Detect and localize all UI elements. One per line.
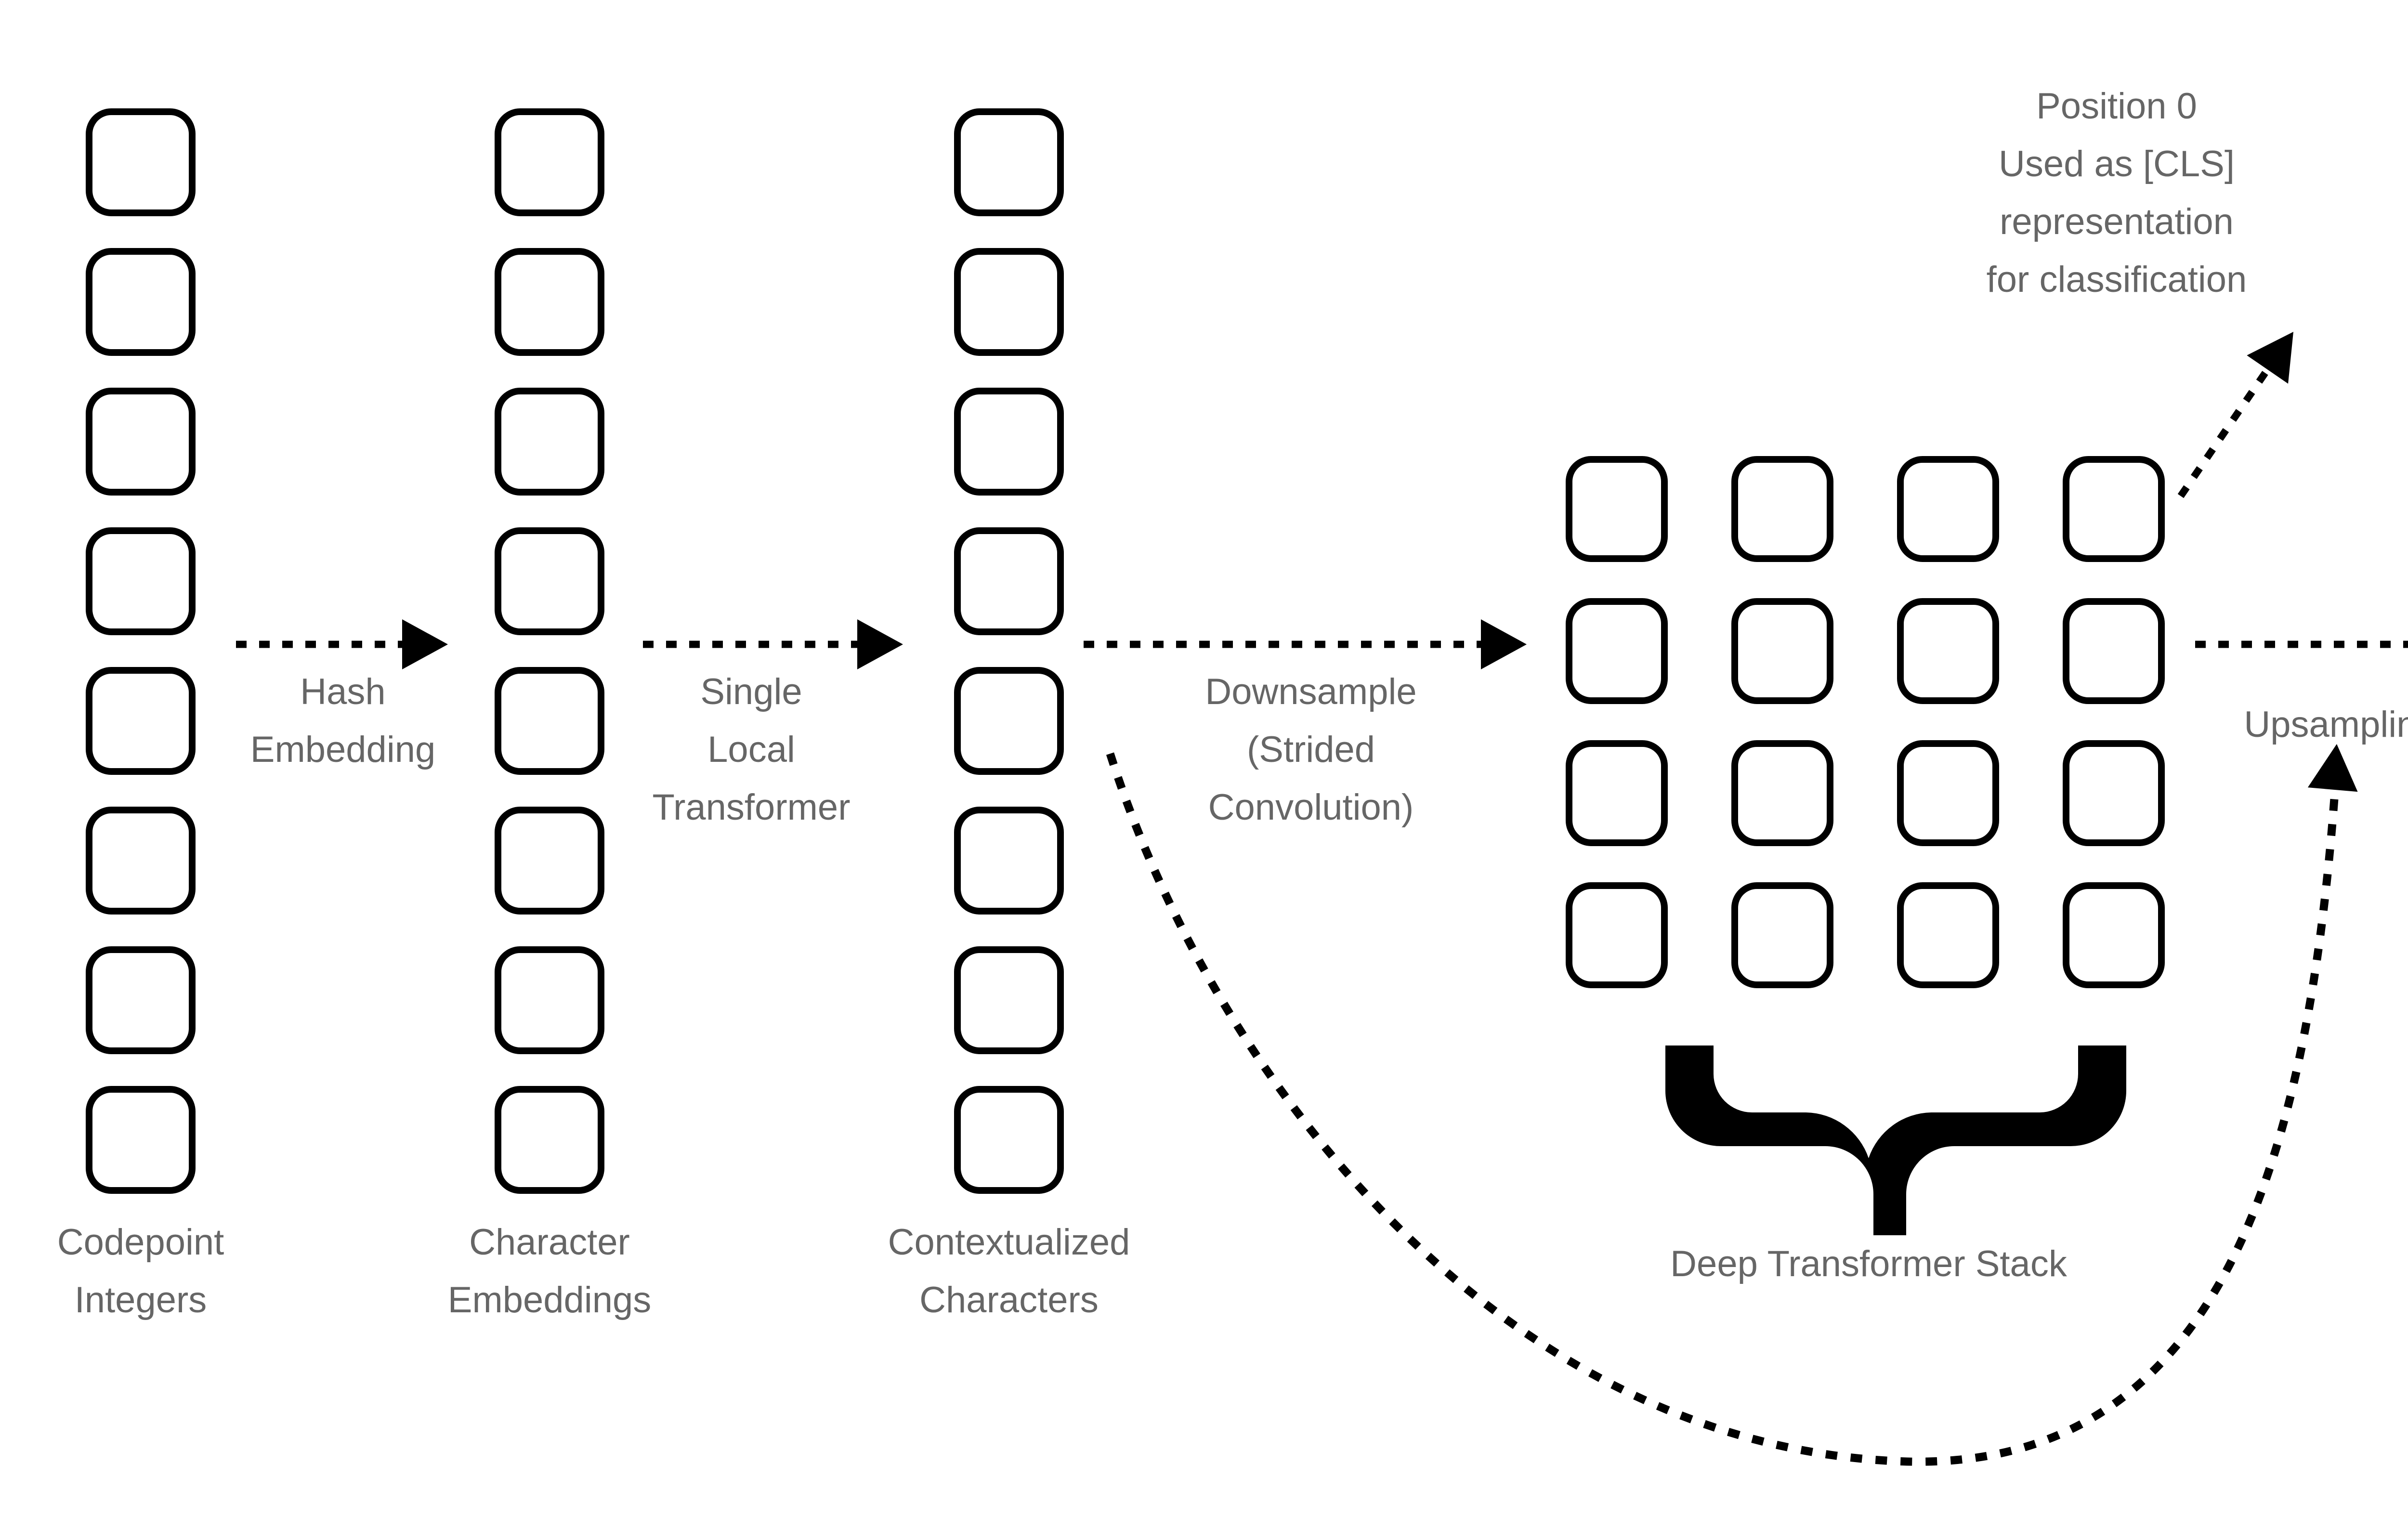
deep-transformer-stack-label: Deep Transformer Stack: [1670, 1243, 2068, 1284]
curly-brace-down-icon: [1665, 1045, 2126, 1235]
node-box[interactable]: [86, 1086, 196, 1194]
node-box[interactable]: [1897, 882, 1999, 988]
arrow-label-downsample-line1: Downsample: [1205, 671, 1416, 712]
column-character-embeddings: Character Embeddings: [448, 108, 652, 1320]
arrow-label-hash-line1: Hash: [300, 671, 385, 712]
node-box[interactable]: [495, 527, 604, 635]
arrow-label-downsample-line3: Convolution): [1208, 787, 1414, 828]
arrow-hash-embedding: Hash Embedding: [236, 619, 448, 770]
arrow-label-upsampling: Upsampling: [2244, 704, 2408, 745]
node-box[interactable]: [495, 946, 604, 1054]
column-label-character-embeddings-line2: Embeddings: [448, 1280, 652, 1320]
node-box[interactable]: [954, 388, 1064, 496]
node-box[interactable]: [954, 527, 1064, 635]
node-box[interactable]: [954, 946, 1064, 1054]
node-box[interactable]: [2063, 882, 2165, 988]
arrow-label-slt-line3: Transformer: [652, 787, 850, 828]
arrow-head-icon: [857, 619, 903, 669]
cls-callout: Position 0 Used as [CLS] representation …: [1987, 86, 2314, 498]
node-box[interactable]: [1731, 882, 1833, 988]
node-box[interactable]: [86, 108, 196, 216]
arrow-label-hash-line2: Embedding: [250, 729, 436, 770]
node-box[interactable]: [2063, 598, 2165, 704]
arrow-label-downsample-line2: (Strided: [1247, 729, 1375, 770]
arrow-head-icon: [2307, 742, 2362, 792]
node-box[interactable]: [495, 388, 604, 496]
node-box[interactable]: [1897, 456, 1999, 562]
arrow-downsample: Downsample (Strided Convolution): [1084, 619, 1527, 828]
node-box[interactable]: [954, 248, 1064, 356]
arrow-head-icon: [2247, 317, 2314, 384]
node-box[interactable]: [1897, 740, 1999, 846]
node-box[interactable]: [954, 667, 1064, 775]
arrow-head-icon: [1481, 619, 1527, 669]
node-box[interactable]: [1897, 598, 1999, 704]
cls-callout-line2: Used as [CLS]: [1999, 144, 2235, 184]
arrow-label-slt-line1: Single: [700, 671, 802, 712]
node-box[interactable]: [1731, 456, 1833, 562]
arrow-upsampling: Upsampling: [2195, 640, 2408, 745]
node-box[interactable]: [1566, 882, 1668, 988]
column-label-character-embeddings-line1: Character: [469, 1222, 630, 1263]
column-codepoint-integers: Codepoint Integers: [57, 108, 224, 1320]
node-box[interactable]: [2063, 740, 2165, 846]
node-box[interactable]: [86, 667, 196, 775]
node-box[interactable]: [495, 807, 604, 915]
cls-callout-line3: representation: [2000, 201, 2234, 242]
node-box[interactable]: [86, 946, 196, 1054]
node-box[interactable]: [1566, 598, 1668, 704]
arrow-head-icon: [402, 619, 448, 669]
node-box[interactable]: [1731, 740, 1833, 846]
cls-callout-line1: Position 0: [2036, 86, 2197, 127]
node-box[interactable]: [86, 807, 196, 915]
column-label-contextualized-line2: Characters: [919, 1280, 1099, 1320]
node-box[interactable]: [86, 388, 196, 496]
node-box[interactable]: [1566, 456, 1668, 562]
node-box[interactable]: [495, 1086, 604, 1194]
node-box[interactable]: [2063, 456, 2165, 562]
column-contextualized-characters: Contextualized Characters: [888, 108, 1130, 1320]
node-box[interactable]: [954, 108, 1064, 216]
node-box[interactable]: [1566, 740, 1668, 846]
node-box[interactable]: [86, 248, 196, 356]
residual-skip-curve: [1106, 752, 2339, 1466]
arrow-label-slt-line2: Local: [707, 729, 795, 770]
node-box[interactable]: [1731, 598, 1833, 704]
deep-transformer-stack-grid: Deep Transformer Stack: [1566, 456, 2165, 1284]
cls-callout-line4: for classification: [1987, 259, 2247, 300]
node-box[interactable]: [954, 1086, 1064, 1194]
arrow-single-local-transformer: Single Local Transformer: [643, 619, 903, 828]
node-box[interactable]: [495, 248, 604, 356]
arrow-residual-skip: [1106, 742, 2362, 1466]
cls-arrow-shaft: [2177, 346, 2285, 498]
column-label-contextualized-line1: Contextualized: [888, 1222, 1130, 1263]
node-box[interactable]: [954, 807, 1064, 915]
column-label-codepoint-integers-line1: Codepoint: [57, 1222, 224, 1263]
column-label-codepoint-integers-line2: Integers: [75, 1280, 207, 1320]
node-box[interactable]: [86, 527, 196, 635]
node-box[interactable]: [495, 667, 604, 775]
node-box[interactable]: [495, 108, 604, 216]
